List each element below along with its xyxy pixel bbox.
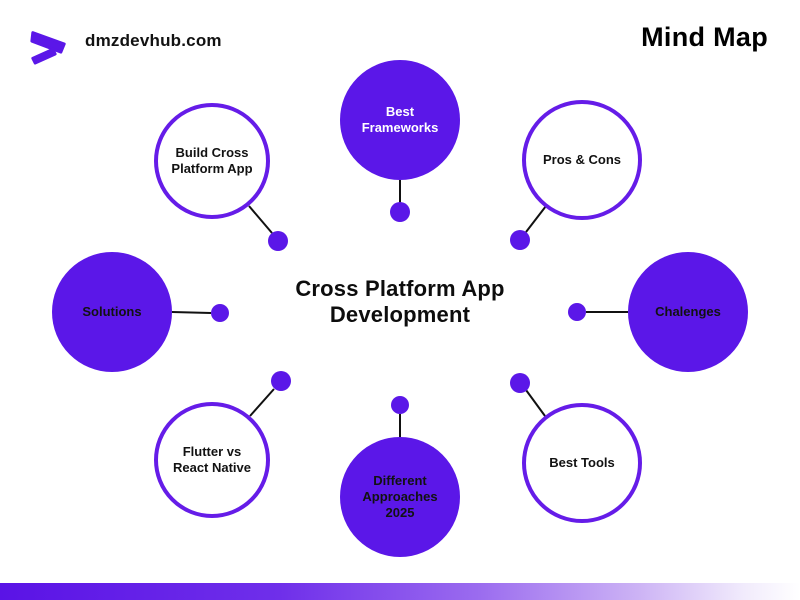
footer-gradient-bar	[0, 583, 800, 600]
node-label: Pros & Cons	[542, 151, 621, 167]
connector-dot	[391, 396, 409, 414]
connector-dot	[271, 371, 291, 391]
center-topic: Cross Platform App Development	[295, 276, 505, 328]
node-chalenges: Chalenges	[628, 252, 748, 372]
node-best-tools: Best Tools	[522, 403, 642, 523]
node-label: Best Tools	[549, 454, 615, 470]
connector-bottom-right	[510, 373, 546, 417]
node-build-cross-platform-app: Build Cross Platform App	[154, 103, 270, 219]
page-title: Mind Map	[641, 22, 768, 52]
node-label: Build Cross Platform App	[171, 144, 253, 176]
connector-bottom-left	[249, 371, 291, 417]
brand-text: dmzdevhub.com	[85, 31, 222, 50]
connector-dot	[510, 230, 530, 250]
node-label: Different Approaches 2025	[362, 472, 438, 521]
node-pros-and-cons: Pros & Cons	[522, 100, 642, 220]
connector-dot	[390, 202, 410, 222]
node-label: Flutter vs React Native	[172, 443, 252, 475]
node-different-approaches-2025: Different Approaches 2025	[340, 437, 460, 557]
connector-top-right	[510, 205, 547, 250]
connector-dot	[510, 373, 530, 393]
connector-top	[390, 180, 410, 222]
node-label: Chalenges	[655, 303, 721, 319]
connector-right	[568, 303, 628, 321]
brand-logo-icon	[30, 31, 66, 65]
node-label: Solutions	[82, 303, 142, 319]
connector-bottom	[391, 396, 409, 437]
node-label: Best Frameworks	[361, 103, 439, 135]
connector-top-left	[248, 205, 288, 251]
connector-dot	[268, 231, 288, 251]
connector-left	[171, 304, 229, 322]
connector-dot	[568, 303, 586, 321]
node-flutter-vs-react-native: Flutter vs React Native	[154, 402, 270, 518]
node-best-frameworks: Best Frameworks	[340, 60, 460, 180]
connector-dot	[211, 304, 229, 322]
node-solutions: Solutions	[52, 252, 172, 372]
